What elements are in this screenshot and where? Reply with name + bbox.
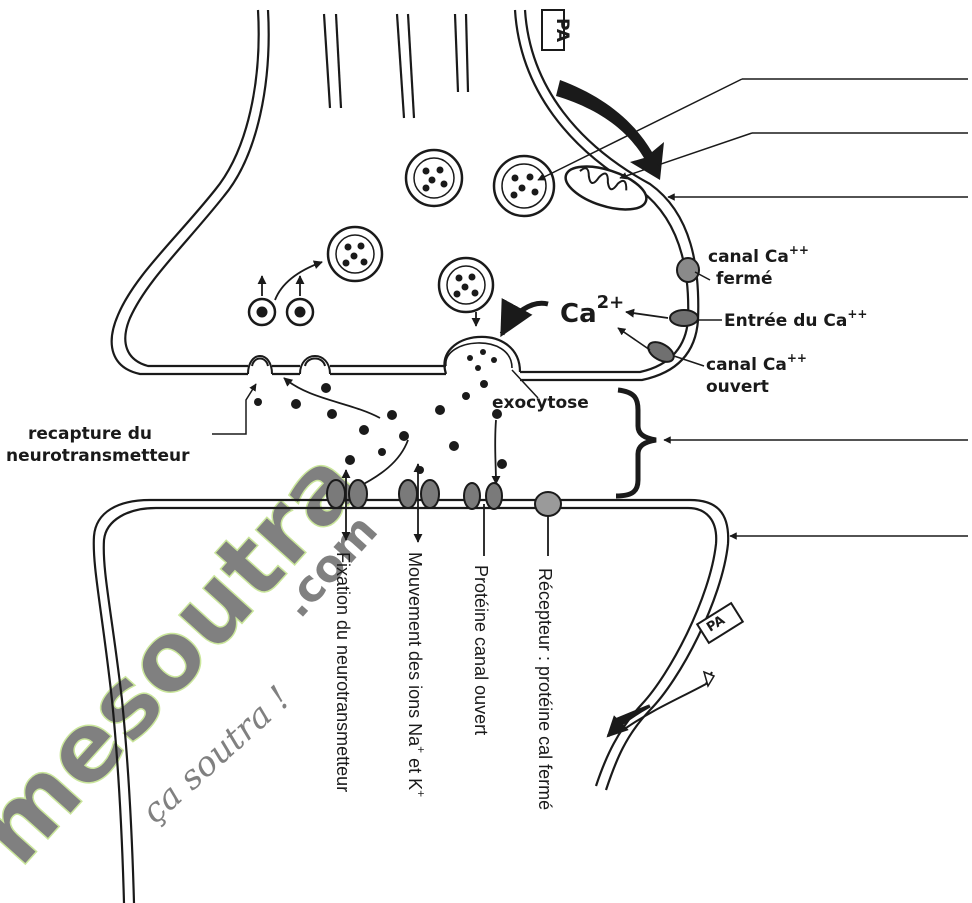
exocytosis-vesicle bbox=[444, 337, 520, 374]
reuptake-label-2: neurotransmetteur bbox=[6, 446, 190, 466]
postsynaptic-action-potential: PA bbox=[608, 603, 743, 736]
open-ca-channel-2 bbox=[645, 338, 677, 366]
vesicle bbox=[406, 150, 462, 206]
pa-top-label: PA bbox=[552, 18, 572, 43]
vesicle bbox=[494, 156, 554, 216]
reuptake-label-group: recapture du neurotransmetteur bbox=[6, 384, 256, 466]
small-vesicle bbox=[249, 299, 275, 325]
calcium-channels bbox=[645, 258, 699, 366]
vesicle bbox=[328, 227, 382, 281]
watermark-main: mesoutra bbox=[0, 428, 381, 885]
synaptic-vesicles bbox=[249, 150, 554, 325]
pointer-mitochondrion bbox=[620, 133, 968, 178]
label-proteine-ouvert: Protéine canal ouvert bbox=[471, 565, 491, 735]
presynaptic-action-potential: PA bbox=[542, 10, 664, 180]
closed-channel-label: canal Ca++ bbox=[708, 243, 809, 267]
exocytosis-label-group: exocytose bbox=[492, 370, 589, 413]
ca-ion-label: Ca2+ bbox=[560, 292, 624, 329]
ca-channel-labels: canal Ca++ fermé Entrée du Ca++ canal Ca… bbox=[674, 243, 867, 397]
vertical-labels: Fixation du neurotransmetteur Mouvement … bbox=[333, 552, 555, 810]
closed-channel-label-2: fermé bbox=[716, 269, 773, 289]
exocytosis-label: exocytose bbox=[492, 393, 589, 413]
open-channel-label-2: ouvert bbox=[706, 377, 769, 397]
label-fixation: Fixation du neurotransmetteur bbox=[333, 552, 353, 792]
ca-entry-label: Entrée du Ca++ bbox=[724, 307, 867, 331]
ca-entry-arrow: Ca2+ bbox=[502, 292, 668, 350]
label-mouvement: Mouvement des ions Na+ et K+ bbox=[405, 552, 428, 797]
receptor-closed bbox=[535, 492, 561, 516]
receptor-open bbox=[399, 480, 439, 508]
open-ca-channel bbox=[670, 310, 698, 326]
small-vesicle bbox=[287, 299, 313, 325]
label-recepteur-ferme: Récepteur : protéine cal fermé bbox=[535, 568, 555, 810]
closed-ca-channel bbox=[677, 258, 699, 282]
open-channel-label: canal Ca++ bbox=[706, 351, 807, 375]
synaptic-cleft-brace bbox=[616, 390, 656, 496]
vesicle bbox=[439, 258, 493, 312]
receptor-channel-open bbox=[464, 483, 502, 509]
reuptake-label-1: recapture du bbox=[28, 424, 152, 444]
